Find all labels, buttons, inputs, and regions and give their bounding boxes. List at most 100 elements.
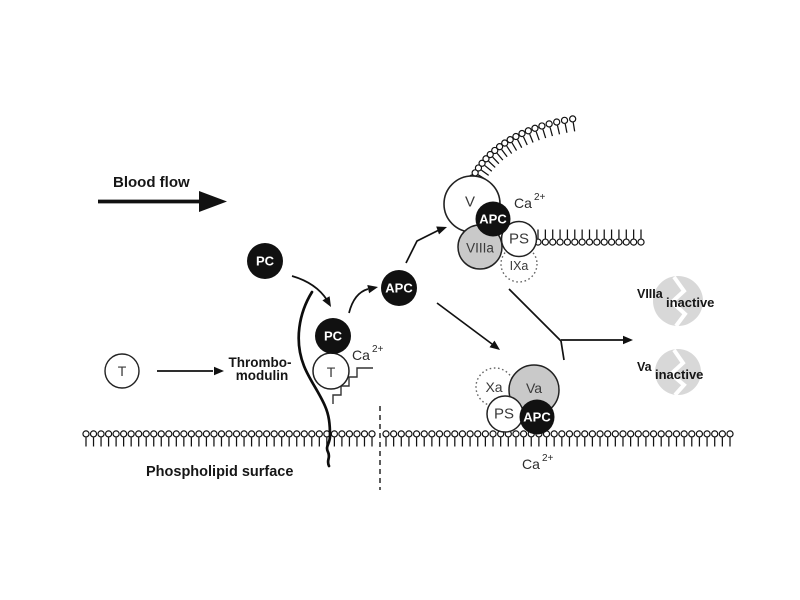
lipid-head bbox=[353, 430, 361, 438]
lipid-head bbox=[300, 430, 308, 438]
ca-superscript: 2+ bbox=[542, 453, 554, 464]
factor-viiia-label: VIIIa bbox=[466, 241, 494, 256]
lipid-head bbox=[157, 430, 165, 438]
viiia-inactive-name: VIIIa bbox=[637, 287, 664, 301]
lipid-chain bbox=[382, 430, 734, 447]
lipid-tail bbox=[549, 127, 554, 137]
lipid-head bbox=[172, 430, 180, 438]
lipid-tail bbox=[572, 122, 576, 132]
lipid-head bbox=[711, 430, 719, 438]
lipid-head bbox=[202, 430, 211, 438]
lipid-head bbox=[486, 150, 494, 159]
va-inactive-group: Va inactive bbox=[637, 348, 703, 397]
lipid-head bbox=[478, 159, 486, 167]
va-inactive-crack bbox=[667, 348, 687, 397]
apc-lower-circle bbox=[519, 399, 555, 435]
lipid-head bbox=[695, 430, 704, 438]
lipid-head bbox=[593, 238, 601, 246]
thrombin-free-label: T bbox=[118, 363, 127, 379]
lipid-tail bbox=[522, 136, 528, 146]
protein-s-upper-circle bbox=[500, 220, 538, 258]
lipid-head bbox=[506, 136, 514, 144]
lipid-tail bbox=[492, 156, 500, 165]
lipid-head bbox=[585, 238, 594, 246]
lipid-head bbox=[549, 238, 557, 246]
lipid-head bbox=[247, 430, 256, 438]
arrow-thrombin-to-thrombomodulin bbox=[157, 366, 224, 376]
lipid-head bbox=[82, 430, 90, 438]
apc-free-circle bbox=[381, 270, 417, 306]
lipid-head bbox=[629, 238, 638, 246]
lipid-head bbox=[569, 115, 577, 123]
arrow-shaft bbox=[560, 340, 565, 361]
lipid-head bbox=[89, 430, 98, 438]
thrombomodulin-label-line2: modulin bbox=[236, 368, 289, 383]
lipid-head bbox=[262, 430, 271, 438]
lipid-tail bbox=[488, 160, 496, 168]
lipid-head bbox=[550, 430, 558, 438]
factor-v-viiia-complex: V VIIIa IXa PS APC bbox=[443, 175, 538, 283]
lipid-head bbox=[482, 155, 490, 163]
arrowhead bbox=[436, 226, 447, 235]
fork-line-from-lower-complex bbox=[560, 340, 565, 361]
lipid-head bbox=[451, 430, 459, 438]
molecule-apc-free: APC bbox=[381, 270, 417, 306]
lipid-head bbox=[672, 430, 681, 438]
lipid-tail bbox=[501, 149, 508, 158]
phospholipid-surface-label: Phospholipid surface bbox=[146, 464, 293, 480]
lipid-head bbox=[435, 430, 444, 438]
lipid-head bbox=[389, 430, 398, 438]
arrow-shaft bbox=[436, 302, 493, 345]
factor-xa-label: Xa bbox=[485, 379, 502, 395]
blood-flow-arrow bbox=[98, 191, 227, 212]
arrowhead bbox=[623, 335, 633, 345]
lipid-head bbox=[622, 238, 630, 246]
lipid-head bbox=[420, 430, 428, 438]
factor-va-label: Va bbox=[526, 380, 542, 396]
lipid-chain bbox=[534, 229, 645, 246]
lipid-head bbox=[142, 430, 150, 438]
lipid-head bbox=[531, 124, 539, 132]
tm-pc-label: PC bbox=[324, 329, 343, 344]
lipid-head bbox=[458, 430, 467, 438]
arrow-shaft bbox=[405, 229, 440, 264]
lipid-head bbox=[563, 238, 572, 246]
lipid-head bbox=[519, 430, 528, 438]
arrow-thrombomodulin-to-apc bbox=[348, 285, 378, 314]
apc-upper-label: APC bbox=[479, 212, 507, 227]
arrowhead bbox=[322, 296, 331, 307]
arrowhead bbox=[367, 285, 378, 294]
lipid-head bbox=[501, 139, 509, 147]
lipid-head bbox=[225, 430, 233, 438]
lipid-head bbox=[611, 430, 619, 438]
lipid-head bbox=[600, 238, 608, 246]
lipid-head bbox=[560, 116, 569, 125]
lipid-tail bbox=[484, 165, 493, 172]
factor-va-xa-complex: Xa Va PS APC bbox=[475, 364, 560, 435]
membranes-layer bbox=[82, 115, 734, 447]
lipid-head bbox=[588, 430, 597, 438]
lipid-head bbox=[412, 430, 421, 438]
lipid-head bbox=[397, 430, 405, 438]
lipid-head bbox=[512, 132, 520, 141]
lipid-head bbox=[565, 430, 574, 438]
ca-text: Ca bbox=[522, 456, 540, 472]
apc-upper-circle bbox=[475, 201, 511, 237]
lipid-head bbox=[338, 430, 346, 438]
lipid-head bbox=[368, 430, 376, 438]
lipid-head bbox=[466, 430, 474, 438]
lipid-head bbox=[545, 120, 553, 128]
lipid-head bbox=[150, 430, 158, 438]
protein-s-lower-label: PS bbox=[494, 406, 514, 423]
thrombomodulin-stalk bbox=[297, 290, 332, 468]
fork-line-from-upper-complex bbox=[508, 288, 562, 342]
lipid-head bbox=[553, 118, 561, 126]
lipid-head bbox=[512, 430, 520, 438]
lipid-head bbox=[135, 430, 143, 438]
lipid-head bbox=[718, 430, 727, 438]
arrow-apc-to-v-complex bbox=[405, 226, 447, 264]
lipid-head bbox=[607, 238, 616, 246]
lipid-head bbox=[187, 430, 196, 438]
protein-s-upper-label: PS bbox=[509, 231, 529, 248]
